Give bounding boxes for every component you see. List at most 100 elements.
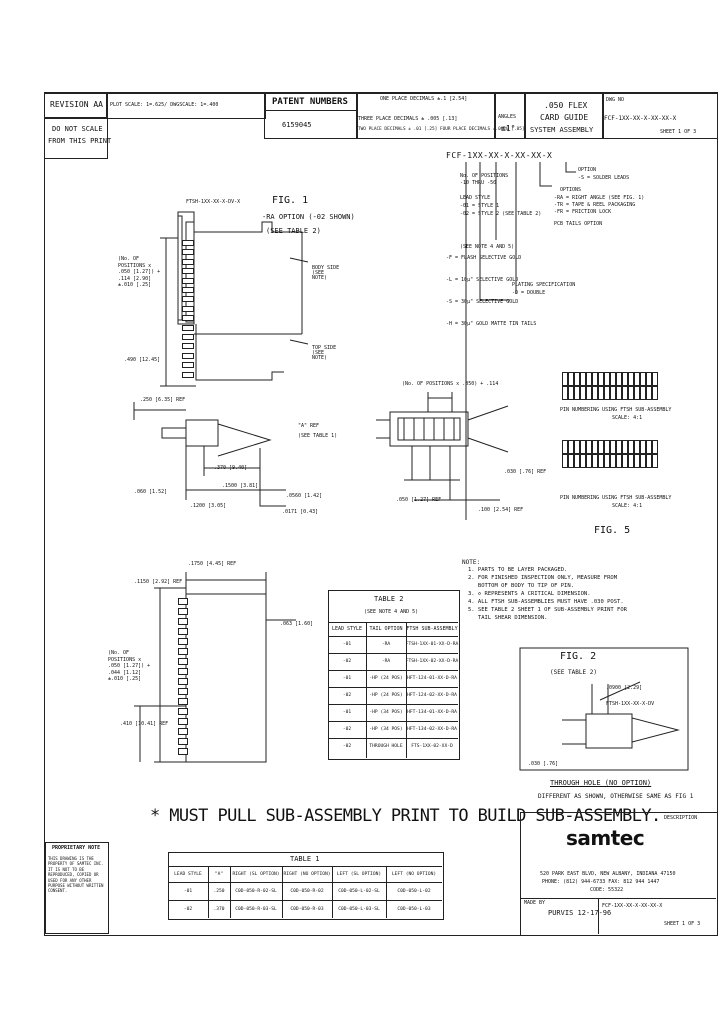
table1-rule	[386, 866, 387, 918]
table2-cell: HFT-134-01-XX-D-RA	[407, 710, 457, 715]
pin	[182, 268, 194, 275]
table1-cell: -02	[183, 906, 193, 912]
product-title-box	[524, 93, 604, 139]
pin	[178, 698, 188, 705]
revision-box	[44, 93, 108, 119]
note-item: 3. ◇ REPRESENTS A CRITICAL DIMENSION.	[468, 591, 591, 597]
pin	[178, 608, 188, 615]
pin	[646, 386, 652, 400]
pin	[178, 708, 188, 715]
pin	[610, 440, 616, 454]
fig2-title: FIG. 2	[560, 651, 597, 662]
table2-header: TAIL OPTION	[369, 626, 403, 632]
dim-0560: .0560 [1.42]	[286, 493, 323, 499]
pin	[604, 386, 610, 400]
table2-cell: -02	[342, 727, 352, 732]
pin	[592, 386, 598, 400]
table2-rule	[406, 622, 407, 758]
part-number-code: FCF-1XX-XX-X-XX-XX-X	[446, 151, 553, 160]
dim-1500: .1500 [3.81]	[222, 483, 259, 489]
pin	[652, 372, 658, 386]
table1-cell: C0D-050-R-02	[290, 888, 324, 894]
dim-1750: .1750 [4.45] REF	[188, 561, 237, 567]
plot-scale: PLOT SCALE: 1=.625/ DWGSCALE: 1=.400	[110, 102, 219, 108]
fig2-caption-1: THROUGH HOLE (NO OPTION)	[550, 779, 652, 787]
pin	[182, 258, 194, 265]
pin	[574, 372, 580, 386]
fig1-title: FIG. 1	[272, 195, 309, 206]
option-13: -10 THRU -50	[460, 180, 497, 186]
table2-rule	[328, 622, 458, 623]
plot-scale-box	[106, 93, 266, 119]
dim-050: .050 [1.27] REF	[396, 497, 442, 503]
pin	[622, 454, 628, 468]
table2-cell: -RA	[381, 659, 391, 664]
fig1-subtitle: -RA OPTION (-02 SHOWN)	[262, 213, 355, 221]
table1-header: RIGHT (NO OPTION)	[283, 871, 331, 877]
company-dwg-number: FCF-1XX-XX-X-XX-XX-X	[602, 903, 663, 909]
table1-header: LEAD STYLE	[174, 871, 202, 877]
dim-410: .410 [10.41] REF	[120, 721, 169, 727]
pin	[598, 386, 604, 400]
option-7: PLATING SPECIFICATION	[512, 282, 576, 288]
patent-number: 6159045	[282, 121, 312, 129]
dim-370: .370 [9.40]	[214, 465, 248, 471]
fig1-positions-dim: (No. OF POSITIONS x .050 [1.27]) + .114 …	[118, 256, 161, 288]
pin	[652, 454, 658, 468]
lower-positions-dim: (No. OF POSITIONS x .050 [1.27]) + .044 …	[108, 650, 151, 682]
dim-063: .063 [1.60]	[280, 621, 314, 627]
pin	[586, 386, 592, 400]
option-15: -F = FLASH SELECTIVE GOLD	[446, 255, 522, 261]
option-8: -D = DOUBLE	[512, 290, 546, 296]
pin	[562, 454, 568, 468]
dim-060: .060 [1.52]	[134, 489, 168, 495]
company-sheet: SHEET 1 OF 3	[664, 921, 701, 927]
pin	[580, 454, 586, 468]
proprietary-title: PROPRIETARY NOTE	[52, 845, 101, 851]
table1-cell: -01	[183, 888, 193, 894]
fig5-title: FIG. 5	[594, 525, 631, 536]
angles-value: ±1°	[501, 124, 516, 133]
pin	[628, 454, 634, 468]
table1-cell: C0D-050-R-03	[290, 906, 324, 912]
table2-title: TABLE 2	[374, 595, 404, 603]
product-title-3: SYSTEM ASSEMBLY	[530, 126, 594, 134]
table2-rule	[328, 687, 458, 688]
pin	[182, 296, 194, 303]
table2-cell: -HP (34 POS)	[369, 710, 403, 715]
pin	[562, 372, 568, 386]
company-address-1: 520 PARK EAST BLVD, NEW ALBANY, INDIANA …	[540, 871, 676, 877]
option-6: PCB TAILS OPTION	[554, 221, 603, 227]
pin	[622, 386, 628, 400]
scale-warning-box	[44, 117, 108, 159]
patent-box	[264, 93, 358, 139]
option-17: -S = 30µ" SELECTIVE GOLD	[446, 299, 519, 305]
pin	[604, 372, 610, 386]
pin	[182, 287, 194, 293]
pin	[182, 334, 194, 340]
table2-cell: -02	[342, 659, 352, 664]
table2-cell: HFT-124-02-XX-D-RA	[407, 693, 457, 698]
made-by: PURVIS 12-17-96	[548, 909, 612, 917]
proprietary-text: THIS DRAWING IS THE PROPERTY OF SAMTEC I…	[48, 856, 104, 894]
pin	[640, 386, 646, 400]
table1-cell: C0D-050-L-03-SL	[338, 906, 380, 912]
pin	[598, 454, 604, 468]
pin	[178, 598, 188, 605]
company-address-3: CODE: 55322	[590, 887, 624, 893]
table1-title: TABLE 1	[290, 855, 320, 863]
company-block	[520, 812, 718, 936]
pin	[610, 372, 616, 386]
sheet-number: SHEET 1 OF 3	[660, 129, 697, 135]
table2-cell: -HP (24 POS)	[369, 676, 403, 681]
pin	[616, 454, 622, 468]
a-ref: "A" REF	[298, 423, 320, 429]
table2-rule	[328, 653, 458, 654]
pin	[652, 386, 658, 400]
table1-cell: C0D-050-L-03	[397, 906, 431, 912]
note-item: 5. SEE TABLE 2 SHEET 1 OF SUB-ASSEMBLY P…	[468, 607, 627, 613]
pin	[628, 372, 634, 386]
pin	[182, 371, 194, 378]
pin	[182, 305, 194, 312]
fig5-caption-1: PIN NUMBERING USING FTSH SUB-ASSEMBLY	[560, 407, 672, 413]
